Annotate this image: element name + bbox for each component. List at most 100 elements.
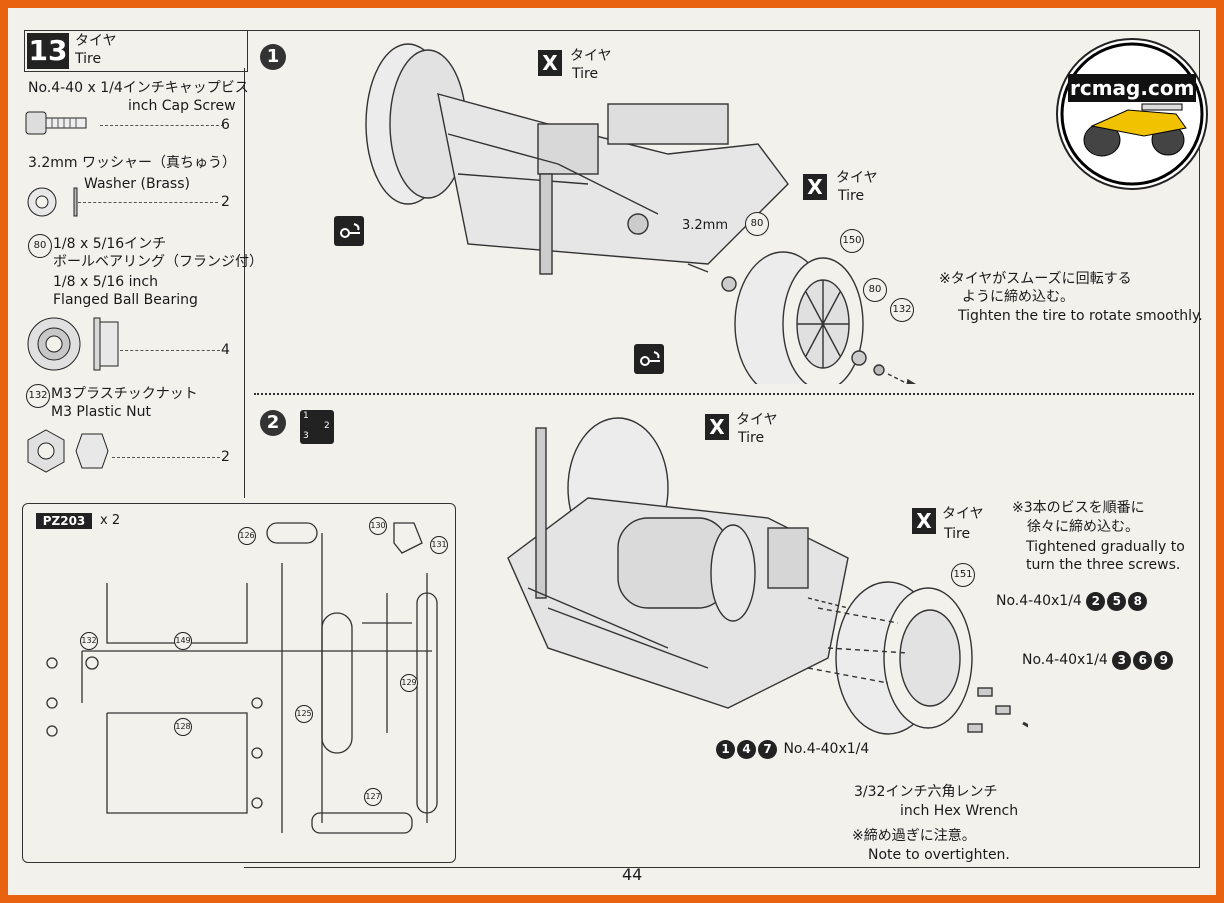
sprue-label: 129 — [400, 674, 418, 692]
screw-callout-c-label: No.4-40x1/4 — [783, 741, 870, 757]
sub1-note-jp1: ※タイヤがスムーズに回転する — [939, 271, 1132, 287]
part-nut-qty: 2 — [221, 449, 230, 465]
tire-marker-icon: X — [705, 414, 729, 440]
sub1-bearing2-number: 80 — [863, 278, 887, 302]
step-number: 13 — [27, 33, 69, 69]
sub2-wheel-number: 151 — [951, 563, 975, 587]
rotate-tool-icon — [634, 344, 664, 374]
rotate-tool-icon — [334, 216, 364, 246]
part-bearing-name-jp2: ボールベアリング（フランジ付） — [53, 254, 263, 270]
sequence-number: 5 — [1107, 592, 1127, 611]
sub2-tire-label-jp: タイヤ — [736, 412, 778, 428]
page-number: 44 — [622, 865, 643, 884]
sprue-label: 131 — [430, 536, 448, 554]
part-bearing-qty: 4 — [221, 342, 230, 358]
substep-badge-2: 2 — [260, 410, 286, 436]
step-title-jp: タイヤ — [75, 33, 117, 49]
sub2-note-jp1: ※3本のビスを順番に — [1012, 500, 1145, 516]
part-screw-qty: 6 — [221, 117, 230, 133]
washer-icon — [27, 187, 78, 217]
main-frame-top — [244, 30, 1200, 31]
sequence-step: 2 — [324, 421, 330, 431]
sequence-number: 7 — [758, 740, 777, 759]
sub2-tire2-label-en: Tire — [944, 526, 971, 542]
sub2-note-jp2: 徐々に締め込む。 — [1027, 519, 1139, 535]
sub1-note-en: Tighten the tire to rotate smoothly. — [958, 308, 1203, 324]
sub1-washer-label: 3.2mm — [682, 218, 729, 233]
substep-divider — [254, 393, 1194, 395]
warning-jp: ※締め過ぎに注意。 — [852, 828, 976, 844]
tire-marker-icon: X — [538, 50, 562, 76]
sub1-bearing-number: 80 — [745, 212, 769, 236]
screw-callout-b-label: No.4-40x1/4 — [1022, 652, 1108, 668]
sprue-panel — [22, 503, 456, 863]
parts-divider-v — [244, 68, 245, 498]
tire-marker-icon: X — [803, 174, 827, 200]
part-washer-qty: 2 — [221, 194, 230, 210]
sprue-code: PZ203 — [36, 513, 92, 529]
rear-axle-assembly-drawing — [507, 417, 1028, 735]
sprue-count: x 2 — [100, 513, 121, 528]
sprue-label: 130 — [369, 517, 387, 535]
part-washer-name-en: Washer (Brass) — [84, 176, 190, 192]
logo-emblem — [1060, 42, 1204, 186]
qty-leader — [100, 125, 224, 126]
sub1-tire-label-en: Tire — [572, 66, 599, 82]
qty-leader — [120, 350, 220, 351]
manual-page: 13 タイヤ Tire No.4-40 x 1/4インチキャップビス inch … — [8, 8, 1216, 895]
sub1-tire-label-jp: タイヤ — [570, 48, 612, 64]
sprue-drawing — [46, 522, 438, 834]
sequence-step: 3 — [303, 431, 309, 441]
sequence-number: 8 — [1128, 592, 1148, 611]
sequence-number: 4 — [737, 740, 756, 759]
sequence-number: 3 — [1112, 651, 1132, 670]
warning-en: Note to overtighten. — [868, 847, 1010, 863]
part-bearing-name-jp: 1/8 x 5/16インチ — [53, 236, 167, 252]
part-nut-name-en: M3 Plastic Nut — [51, 404, 152, 420]
ball-bearing-icon — [27, 317, 119, 371]
logo-text: rcmag.com — [1070, 76, 1195, 100]
tire-marker-icon: X — [912, 508, 936, 534]
part-bearing-name-en2: Flanged Ball Bearing — [53, 292, 198, 308]
sequence-step: 1 — [303, 411, 309, 421]
sub2-note-en1: Tightened gradually to — [1026, 539, 1185, 555]
main-frame-right — [1199, 30, 1200, 868]
sequence-number: 9 — [1154, 651, 1174, 670]
sequence-number: 2 — [1086, 592, 1106, 611]
sub1-wheel-number: 150 — [840, 229, 864, 253]
sub1-note-jp2: ように締め込む。 — [962, 289, 1074, 305]
plastic-nut-icon — [27, 429, 109, 473]
rcmag-logo: rcmag.com — [1056, 38, 1208, 190]
part-bearing-number: 80 — [28, 234, 52, 258]
sub1-tire2-label-en: Tire — [838, 188, 865, 204]
sprue-label: 128 — [174, 718, 192, 736]
part-nut-number: 132 — [26, 384, 50, 408]
sub1-tire2-label-jp: タイヤ — [836, 170, 878, 186]
sprue-label: 126 — [238, 527, 256, 545]
sub1-nut-number: 132 — [890, 298, 914, 322]
part-washer-name-jp: 3.2mm ワッシャー（真ちゅう） — [28, 155, 236, 171]
sequence-number: 6 — [1133, 651, 1153, 670]
cap-screw-icon — [25, 111, 87, 135]
front-axle-assembly-drawing — [365, 43, 917, 384]
wrench-label-en: inch Hex Wrench — [900, 803, 1019, 819]
part-screw-name-en: inch Cap Screw — [128, 98, 236, 114]
main-frame-bottom — [244, 867, 1200, 868]
sub2-tire2-label-jp: タイヤ — [942, 506, 984, 522]
substep-badge-1: 1 — [260, 44, 286, 70]
part-nut-name-jp: M3プラスチックナット — [51, 386, 198, 402]
sequence-number: 1 — [716, 740, 735, 759]
wrench-label-jp: 3/32インチ六角レンチ — [854, 784, 998, 800]
qty-leader — [112, 457, 220, 458]
sprue-label: 149 — [174, 632, 192, 650]
sub2-note-en2: turn the three screws. — [1026, 557, 1181, 573]
sprue-label: 132 — [80, 632, 98, 650]
step-title-en: Tire — [75, 51, 102, 67]
screw-callout-a-label: No.4-40x1/4 — [996, 593, 1082, 609]
sprue-label: 127 — [364, 788, 382, 806]
part-screw-name-jp: No.4-40 x 1/4インチキャップビス — [28, 80, 249, 96]
part-bearing-name-en: 1/8 x 5/16 inch — [53, 274, 158, 290]
